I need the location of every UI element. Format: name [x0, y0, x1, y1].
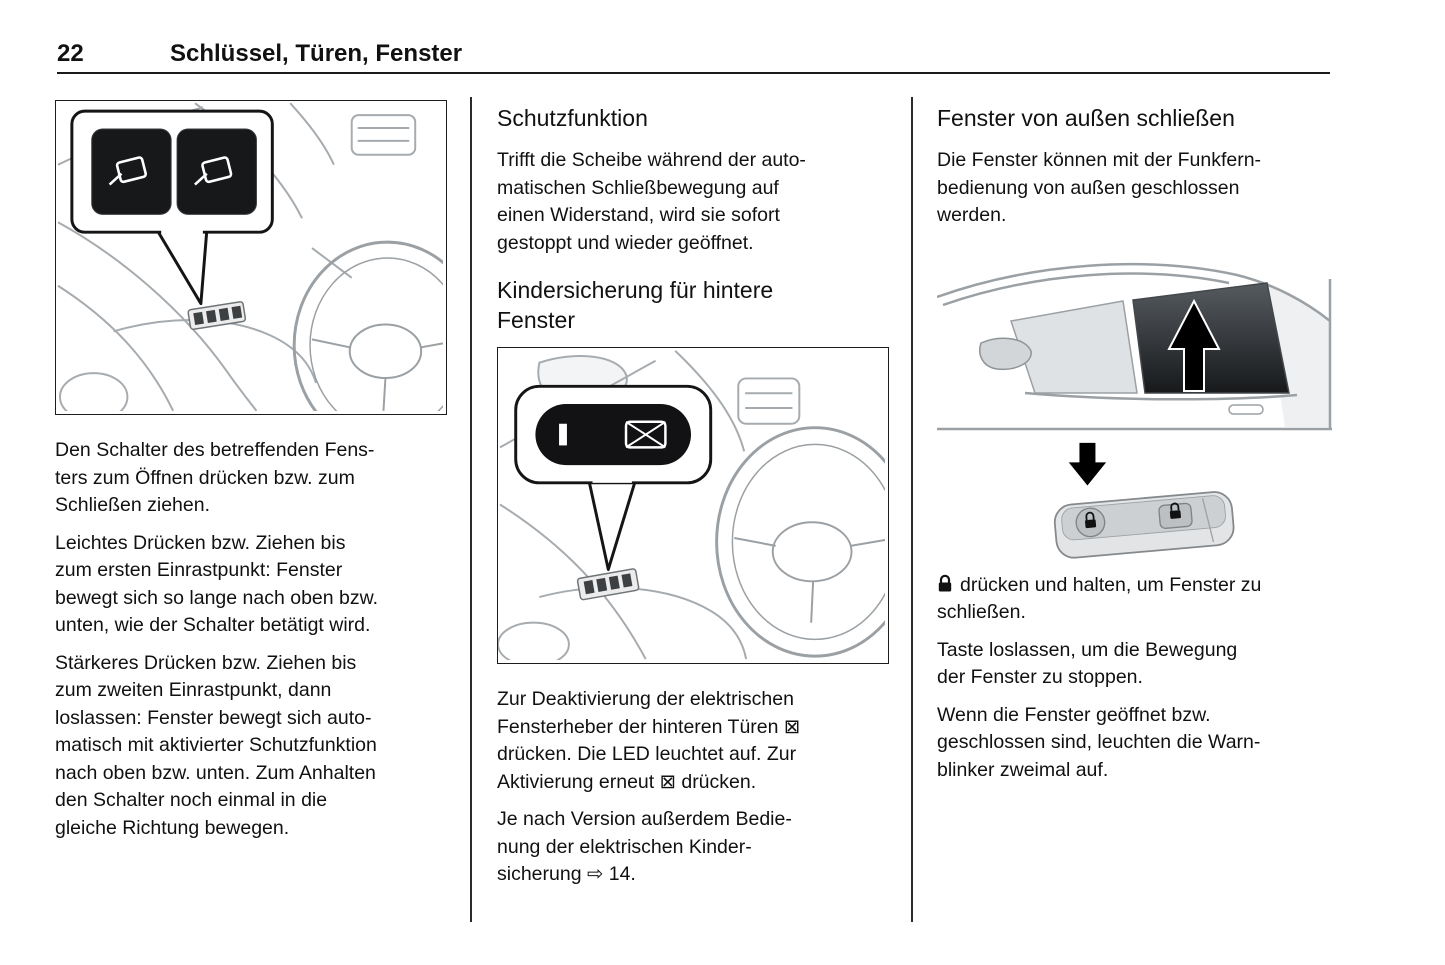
paragraph-remote-close: Die Fenster können mit der Funkfern- bed…: [937, 149, 1262, 226]
door-switch-cluster-sketch: [187, 301, 247, 331]
air-vent-sketch: [737, 377, 801, 425]
paragraph-safety-function: Trifft die Scheibe während der auto- mat…: [497, 149, 806, 254]
paragraph-hazard-flash: Wenn die Fenster geöffnet bzw. geschloss…: [937, 703, 1261, 781]
side-mirror-sketch: [979, 337, 1032, 370]
paragraph-first-detent: Leichtes Drücken bzw. Ziehen bis zum ers…: [55, 531, 379, 637]
chapter-title: Schlüssel, Türen, Fenster: [170, 40, 463, 67]
child-lock-window-button-icon: [535, 404, 692, 466]
section-heading-safety-function: Schutzfunktion: [497, 105, 648, 131]
remote-key-sketch: [1053, 442, 1235, 559]
right-column: Fenster von außen schließen Die Fenster …: [937, 95, 1332, 794]
air-vent-sketch: [350, 114, 417, 156]
remote-key-body: [1053, 490, 1235, 559]
left-column: Den Schalter des betreffenden Fens- ters…: [55, 95, 448, 852]
header-rule: [57, 72, 1330, 74]
steering-wheel-sketch: [292, 240, 443, 411]
interior-door-sketch: [57, 102, 443, 411]
middle-column: Schutzfunktion Trifft die Scheibe währen…: [497, 95, 890, 899]
paragraph-open-close: Den Schalter des betreffenden Fens- ters…: [55, 439, 375, 516]
lock-icon: [1169, 502, 1181, 519]
section-heading-child-lock: Kindersicherung für hintere Fenster: [497, 277, 774, 333]
figure-window-switches: [55, 100, 447, 415]
up-arrow-icon: [1167, 298, 1221, 392]
callout-tail: [155, 228, 209, 306]
lock-instruction-text: drücken und halten, um Fenster zu schlie…: [937, 573, 1262, 624]
door-switch-cluster-sketch: [576, 568, 640, 601]
paragraph-second-detent: Stärkeres Drücken bzw. Ziehen bis zum zw…: [55, 651, 377, 839]
page-number: 22: [57, 40, 84, 67]
lock-icon: [937, 574, 953, 593]
callout-tail: [587, 477, 638, 571]
steering-wheel-sketch: [715, 426, 885, 658]
door-handle-sketch: [1228, 403, 1264, 415]
section-heading-close-from-outside: Fenster von außen schließen: [937, 105, 1235, 131]
rear-window-switch-icon: [176, 128, 257, 215]
car-window-sketch: [937, 262, 1332, 430]
paragraph-child-lock: Zur Deaktivierung der elektrischen Fenst…: [497, 688, 801, 793]
front-window-glass: [1010, 299, 1138, 394]
interior-door-sketch-2: [498, 350, 885, 660]
column-divider-1: [470, 97, 472, 922]
paragraph-release-button: Taste loslassen, um die Bewegung der Fen…: [937, 638, 1238, 689]
figure-window-closing: [937, 251, 1332, 433]
lock-icon: [1085, 511, 1097, 528]
column-divider-2: [911, 97, 913, 922]
figure-child-lock-switch: [497, 347, 889, 664]
front-window-switch-icon: [91, 128, 172, 215]
down-arrow-icon: [1068, 442, 1107, 485]
figure-remote-key: [1027, 439, 1267, 564]
paragraph-lock-instruction: drücken und halten, um Fenster zu schlie…: [937, 572, 1330, 627]
paragraph-version-reference: Je nach Version außerdem Bedie- nung der…: [497, 808, 792, 885]
